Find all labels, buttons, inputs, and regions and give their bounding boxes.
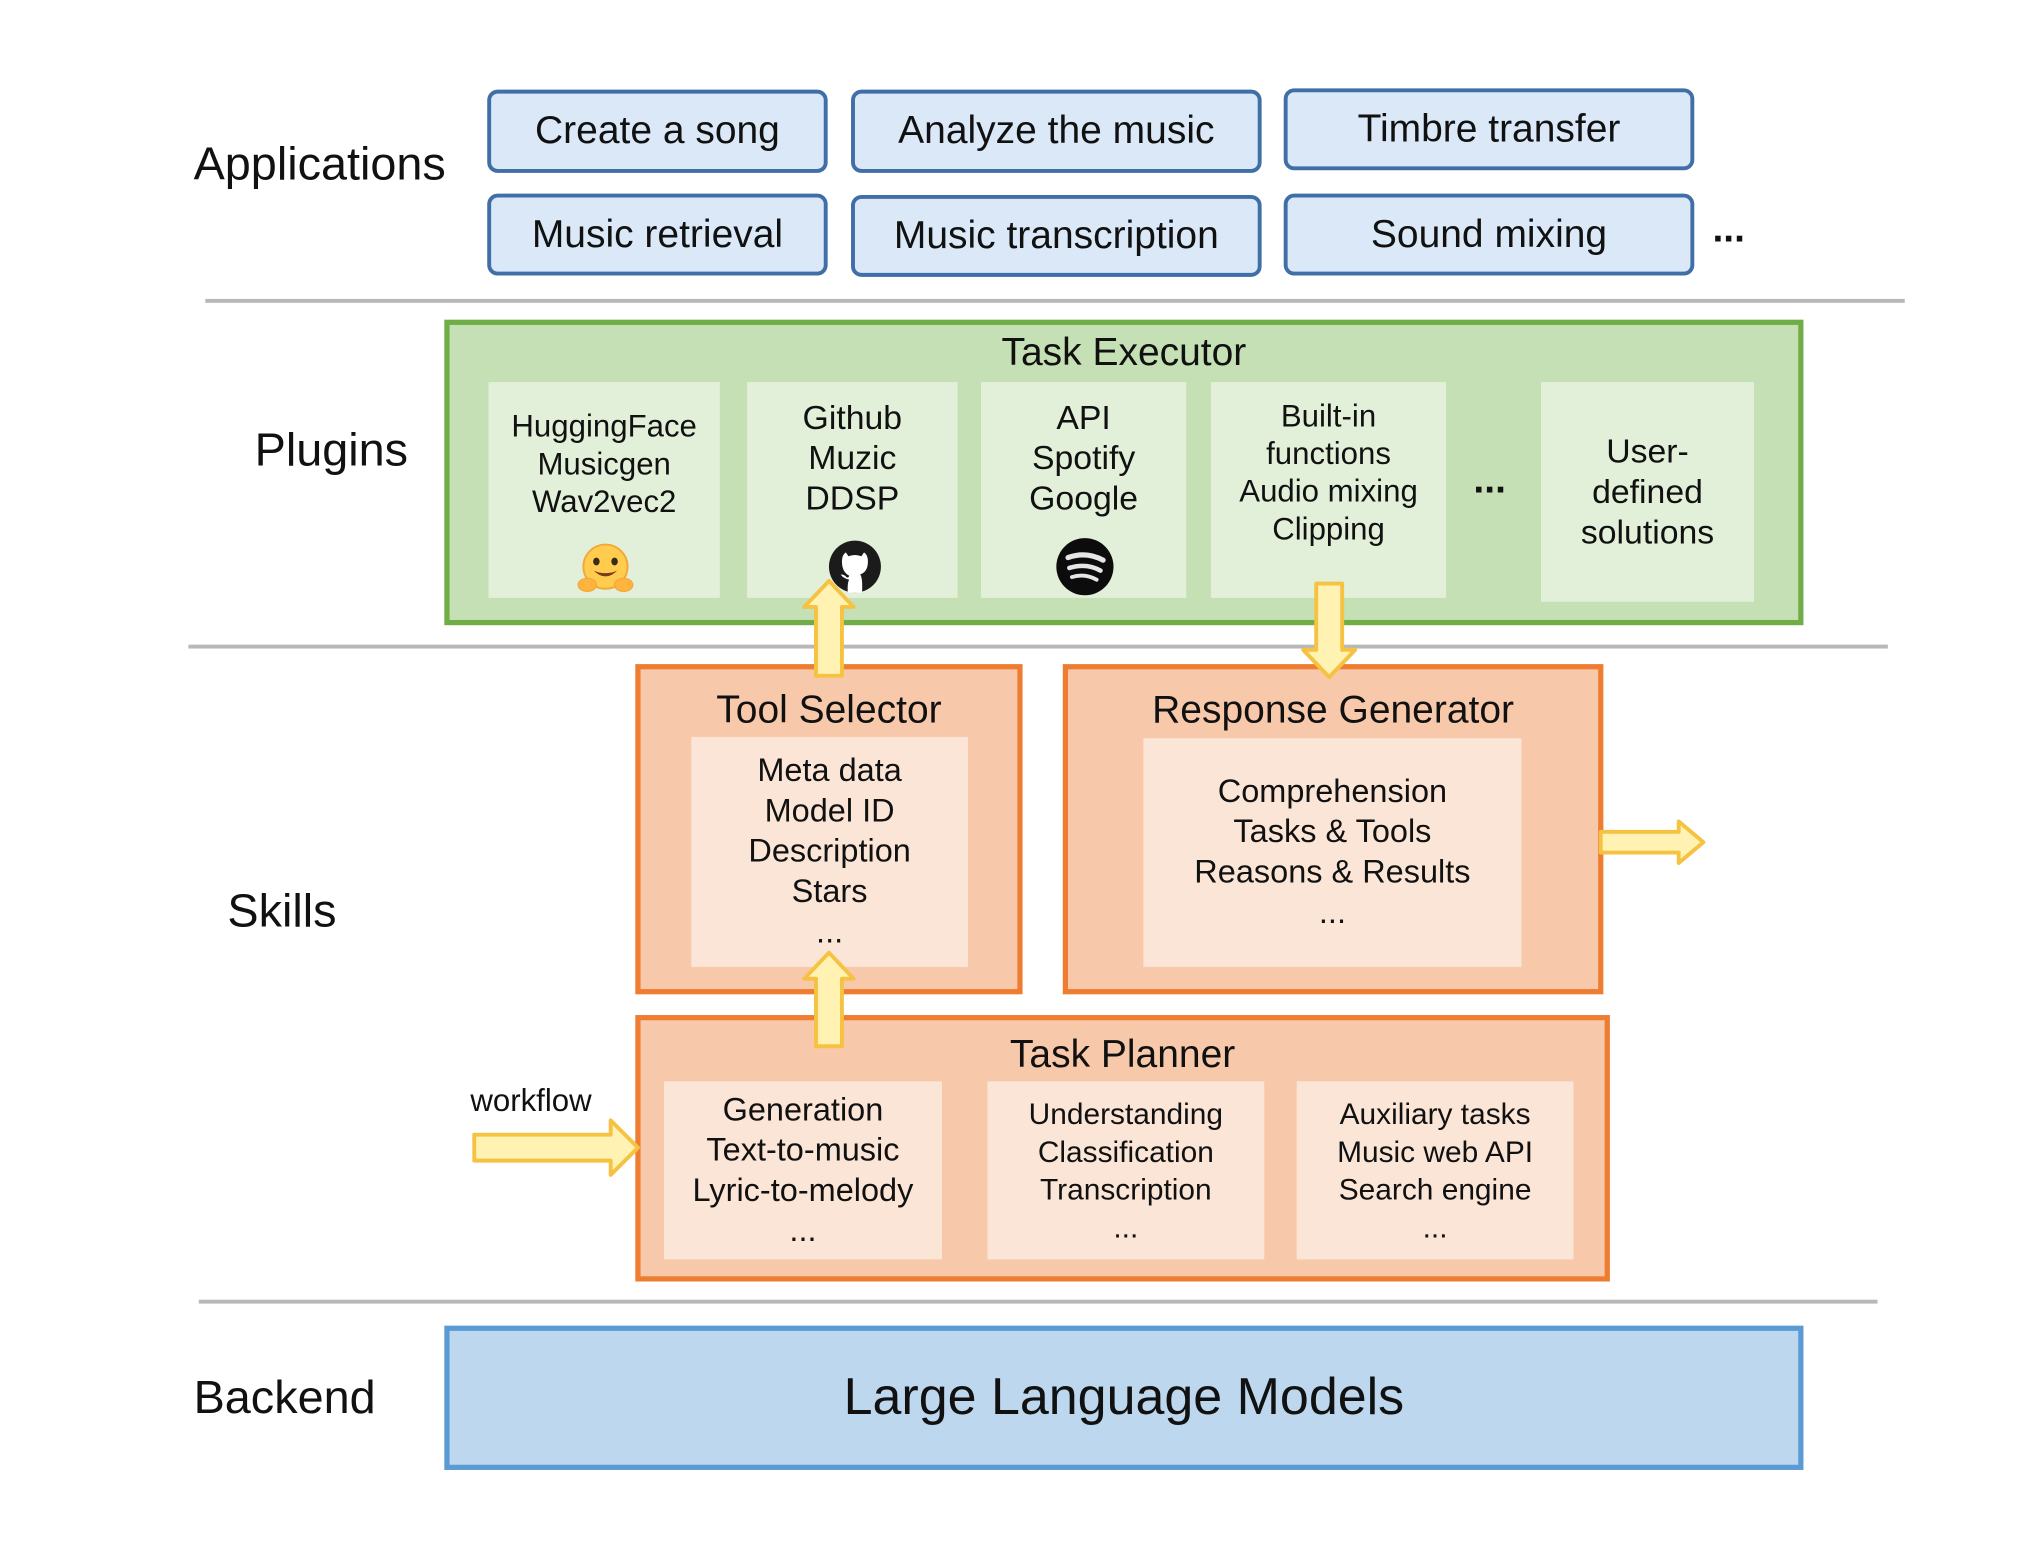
tool-selector-line: Model ID bbox=[764, 792, 895, 830]
plugin-card-built-in: Built-in functions Audio mixing Clipping bbox=[1210, 382, 1447, 598]
task-planner-line: ... bbox=[789, 1211, 817, 1249]
task-planner-line: Search engine bbox=[1338, 1171, 1532, 1206]
workflow-label: workflow bbox=[470, 1083, 592, 1120]
spotify-icon bbox=[1056, 538, 1114, 596]
arrow-task-planner-to-tool-selector bbox=[802, 950, 856, 1049]
plugin-line: Spotify bbox=[1031, 437, 1136, 477]
tool-selector-line: Description bbox=[748, 833, 911, 870]
task-planner-line: Music web API bbox=[1337, 1133, 1534, 1168]
task-planner-line: ... bbox=[1422, 1209, 1448, 1244]
plugin-line: Wav2vec2 bbox=[531, 484, 677, 520]
response-generator-title: Response Generator bbox=[1152, 688, 1515, 732]
tool-selector-title: Tool Selector bbox=[716, 688, 942, 732]
plugin-line: Clipping bbox=[1272, 512, 1385, 548]
plugin-line: Musicgen bbox=[537, 446, 671, 482]
backend-llm-title: Large Language Models bbox=[843, 1368, 1405, 1426]
task-planner-group-generation: Generation Text-to-music Lyric-to-melody… bbox=[663, 1081, 942, 1260]
layer-label-skills: Skills bbox=[227, 883, 337, 938]
tool-selector-content: Meta data Model ID Description Stars ... bbox=[691, 736, 968, 967]
app-music-retrieval: Music retrieval bbox=[487, 193, 828, 276]
separator-plugins-skills bbox=[188, 644, 1888, 649]
separator-applications-plugins bbox=[205, 298, 1905, 303]
task-planner-group-understanding: Understanding Classification Transcripti… bbox=[987, 1081, 1265, 1260]
plugin-line: User- bbox=[1606, 431, 1689, 471]
app-create-song: Create a song bbox=[487, 89, 828, 173]
response-generator-line: Reasons & Results bbox=[1194, 853, 1471, 891]
layer-label-applications: Applications bbox=[193, 136, 446, 190]
app-sound-mixing: Sound mixing bbox=[1283, 193, 1695, 276]
separator-skills-backend bbox=[198, 1299, 1878, 1304]
task-planner-line: Text-to-music bbox=[706, 1131, 900, 1168]
tool-selector-line: Stars bbox=[791, 873, 868, 910]
backend-llm-box: Large Language Models bbox=[444, 1325, 1804, 1470]
app-analyze-music: Analyze the music bbox=[851, 89, 1262, 173]
plugin-line: Built-in bbox=[1280, 399, 1377, 435]
task-planner-group-auxiliary: Auxiliary tasks Music web API Search eng… bbox=[1296, 1081, 1574, 1260]
response-generator-line: Comprehension bbox=[1217, 773, 1448, 810]
task-planner-line: Auxiliary tasks bbox=[1339, 1096, 1531, 1131]
plugin-line: Muzic bbox=[808, 437, 897, 477]
task-planner-line: Lyric-to-melody bbox=[692, 1171, 914, 1209]
layer-label-backend: Backend bbox=[193, 1369, 376, 1424]
app-music-transcription: Music transcription bbox=[851, 194, 1262, 277]
response-generator-line: ... bbox=[1318, 894, 1346, 931]
task-planner-line: Classification bbox=[1037, 1133, 1214, 1168]
plugin-line: API bbox=[1056, 397, 1111, 437]
plugin-line: Github bbox=[802, 397, 903, 437]
applications-more: ... bbox=[1712, 207, 1745, 251]
github-icon bbox=[828, 540, 881, 593]
plugin-line: functions bbox=[1266, 436, 1391, 472]
tool-selector-line: Meta data bbox=[757, 752, 902, 789]
app-timbre-transfer: Timbre transfer bbox=[1283, 88, 1695, 171]
plugin-line: HuggingFace bbox=[511, 408, 697, 444]
task-planner-line: Understanding bbox=[1028, 1096, 1224, 1131]
plugins-more: ... bbox=[1473, 458, 1506, 502]
plugin-line: solutions bbox=[1580, 512, 1715, 552]
task-planner-title: Task Planner bbox=[1009, 1033, 1236, 1077]
plugin-line: defined bbox=[1592, 471, 1703, 511]
plugin-line: Audio mixing bbox=[1239, 474, 1418, 510]
response-generator-line: Tasks & Tools bbox=[1233, 813, 1432, 851]
tool-selector-line: ... bbox=[816, 913, 844, 951]
task-executor-title: Task Executor bbox=[1001, 331, 1247, 375]
plugin-card-user-defined: User- defined solutions bbox=[1540, 382, 1755, 602]
layer-label-plugins: Plugins bbox=[254, 422, 409, 476]
arrow-tool-selector-to-plugins bbox=[802, 579, 856, 678]
response-generator-content: Comprehension Tasks & Tools Reasons & Re… bbox=[1143, 738, 1522, 967]
task-planner-line: Generation bbox=[722, 1091, 884, 1128]
arrow-plugins-to-response-generator bbox=[1301, 581, 1358, 680]
hugging-face-icon bbox=[577, 543, 634, 593]
plugin-line: Google bbox=[1029, 477, 1139, 517]
arrow-response-generator-output bbox=[1598, 819, 1706, 865]
task-planner-line: Transcription bbox=[1040, 1171, 1212, 1206]
task-planner-line: ... bbox=[1113, 1209, 1139, 1244]
plugin-line: DDSP bbox=[805, 477, 900, 517]
arrow-workflow-to-task-planner bbox=[472, 1118, 640, 1177]
